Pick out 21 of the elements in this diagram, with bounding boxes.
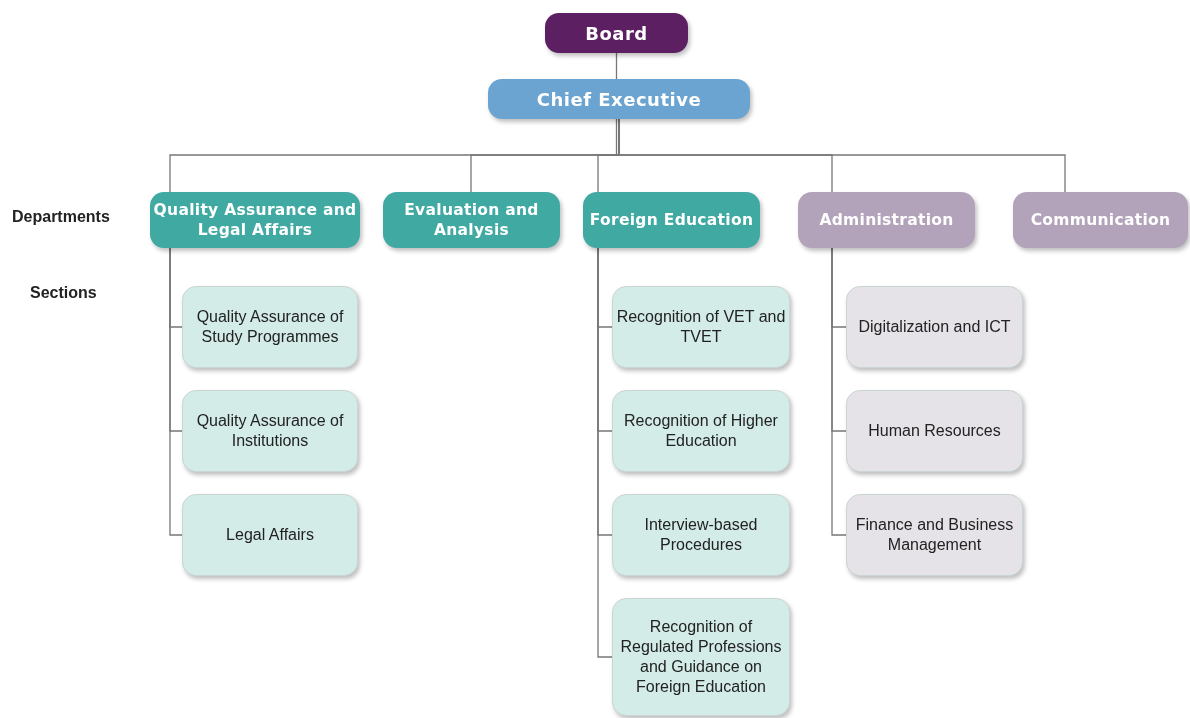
section-box: Recognition of Regulated Professions and Guidance on Foreign Education (612, 598, 790, 716)
connector-line (831, 247, 847, 536)
section-box: Human Resources (846, 390, 1023, 472)
section-box: Finance and Business Management (846, 494, 1023, 576)
row-heading: Departments (12, 208, 110, 226)
connector-line (169, 247, 183, 536)
section-box: Quality Assurance of Institutions (182, 390, 358, 472)
section-box: Interview-based Procedures (612, 494, 790, 576)
department-box: Foreign Education (583, 192, 760, 248)
section-box: Legal Affairs (182, 494, 358, 576)
row-heading: Sections (30, 284, 97, 302)
section-box: Recognition of Higher Education (612, 390, 790, 472)
department-box: Communication (1013, 192, 1188, 248)
section-box: Recognition of VET and TVET (612, 286, 790, 368)
department-box: Administration (798, 192, 975, 248)
section-box: Quality Assurance of Study Programmes (182, 286, 358, 368)
role-box: Board (545, 13, 688, 53)
role-box: Chief Executive (488, 79, 750, 119)
department-box: Quality Assurance and Legal Affairs (150, 192, 360, 248)
section-box: Digitalization and ICT (846, 286, 1023, 368)
department-box: Evaluation and Analysis (383, 192, 560, 248)
